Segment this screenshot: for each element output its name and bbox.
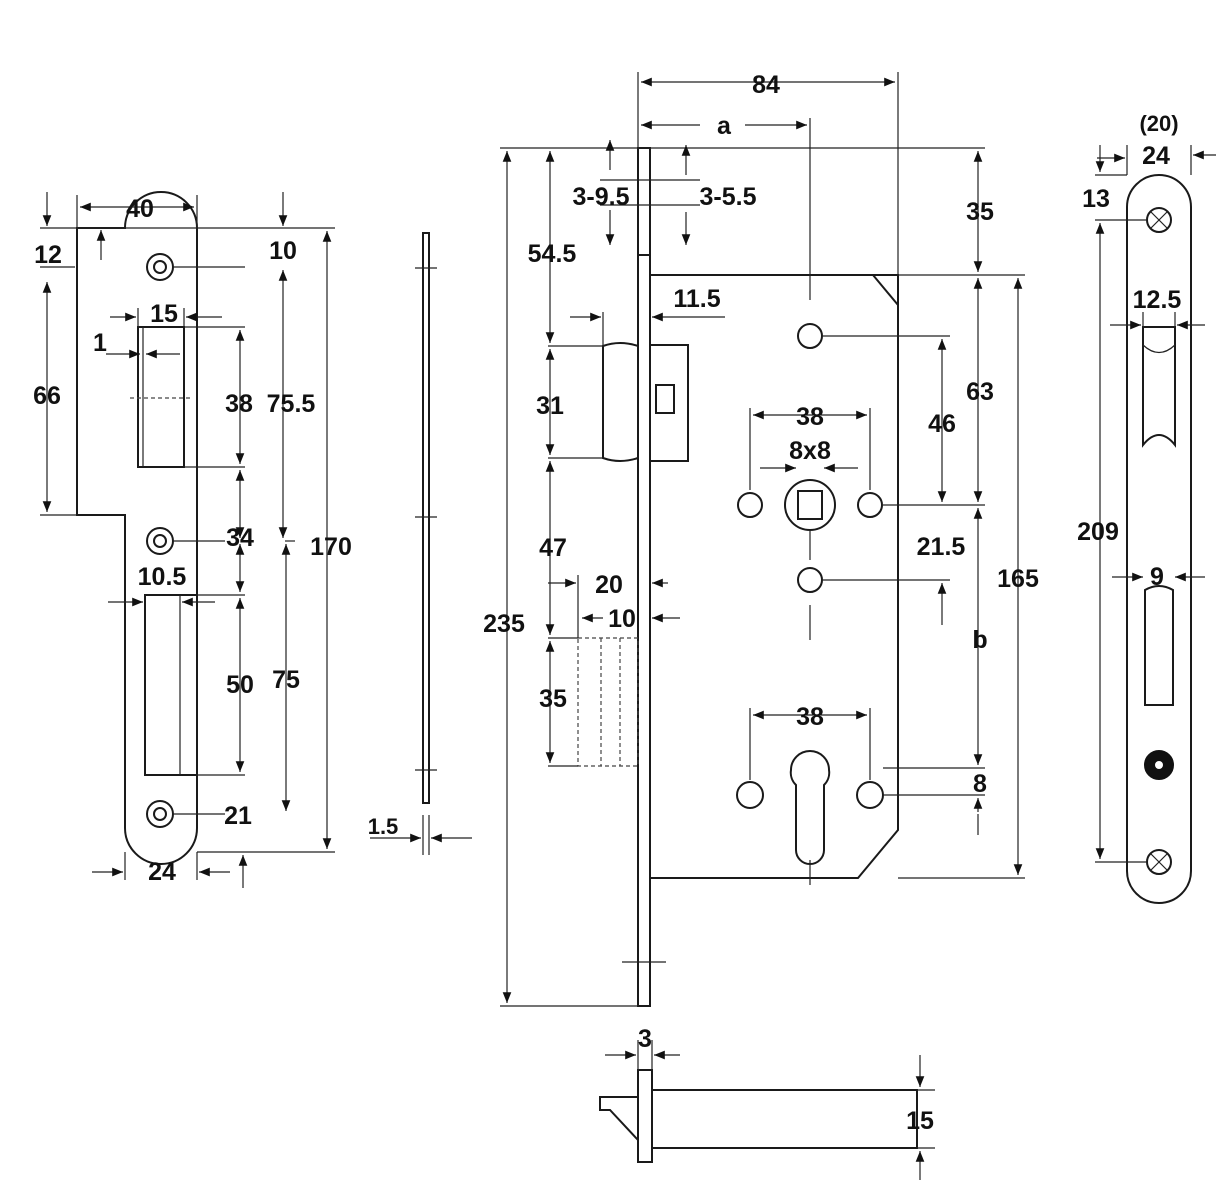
dim-3: 3 — [638, 1025, 652, 1053]
strike-plate-outline — [76, 191, 198, 865]
dim-38-top: 38 — [796, 403, 824, 431]
dim-12-5: 12.5 — [1133, 286, 1182, 314]
dim-84: 84 — [752, 71, 780, 99]
dim-40: 40 — [126, 195, 154, 223]
dim-8: 8 — [973, 770, 987, 798]
latch-bolt — [602, 342, 639, 462]
dim-35-top: 35 — [966, 198, 994, 226]
bolt-forend-edge — [637, 1069, 653, 1163]
faceplate-outline — [1126, 174, 1192, 904]
follower-square — [797, 490, 823, 520]
dim-75-5: 75.5 — [267, 390, 316, 418]
dim-21: 21 — [224, 802, 252, 830]
dim-12: 12 — [34, 241, 62, 269]
lock-forend — [637, 147, 651, 1007]
dim-38-bottom: 38 — [796, 703, 824, 731]
dim-50: 50 — [226, 671, 254, 699]
dim-20: 20 — [595, 571, 623, 599]
dim-235: 235 — [483, 610, 525, 638]
dim-63: 63 — [966, 378, 994, 406]
dim-75: 75 — [272, 666, 300, 694]
faceplate-latch-slot — [1142, 326, 1176, 448]
lock-body-view: 84 a 3-9.5 3-5.5 35 54.5 11.5 63 31 38 4… — [483, 71, 1039, 1007]
dim-15: 15 — [906, 1107, 934, 1135]
dim-10: 10 — [608, 605, 636, 633]
dim-b: b — [972, 626, 987, 654]
dim-35-bottom: 35 — [539, 685, 567, 713]
cylinder-screw-right — [856, 781, 884, 809]
screw-hole-left — [737, 492, 763, 518]
dim-10: 10 — [269, 237, 297, 265]
dim-54-5: 54.5 — [528, 240, 577, 268]
faceplate-view: (20) 24 13 12.5 209 9 — [1077, 111, 1216, 904]
dim-15: 15 — [150, 300, 178, 328]
dim-47: 47 — [539, 534, 567, 562]
dim-21-5: 21.5 — [917, 533, 966, 561]
strike-screw-hole-middle — [146, 527, 174, 555]
dim-3-5-5: 3-5.5 — [700, 183, 757, 211]
dim-34: 34 — [226, 524, 254, 552]
deadbolt-hidden — [577, 637, 639, 767]
dim-9: 9 — [1150, 563, 1164, 591]
bolt-side-bar — [651, 1089, 918, 1149]
dim-170: 170 — [310, 533, 352, 561]
strike-screw-hole-top — [146, 253, 174, 281]
side-profile-view: 1.5 — [368, 232, 472, 855]
dim-24: 24 — [1142, 142, 1170, 170]
cylinder-screw-left — [736, 781, 764, 809]
dim-13: 13 — [1082, 185, 1110, 213]
dim-38: 38 — [225, 390, 253, 418]
dim-46: 46 — [928, 410, 956, 438]
bolt-opening — [144, 594, 198, 776]
side-profile-plate — [422, 232, 430, 804]
dim-165: 165 — [997, 565, 1039, 593]
dim-20-paren: (20) — [1139, 111, 1178, 136]
dim-8x8: 8x8 — [789, 437, 831, 465]
dim-209: 209 — [1077, 518, 1119, 546]
dim-31: 31 — [536, 392, 564, 420]
latch-end — [599, 1096, 639, 1143]
screw-hole-right — [857, 492, 883, 518]
dim-a: a — [717, 112, 732, 140]
dim-10-5: 10.5 — [138, 563, 187, 591]
dim-1: 1 — [93, 329, 107, 357]
strike-plate-view: 40 12 10 15 1 66 38 75.5 34 170 10.5 50 … — [33, 191, 352, 888]
screw-hole-middle — [797, 567, 823, 593]
faceplate-bolt-slot — [1144, 585, 1174, 706]
strike-screw-hole-bottom — [146, 800, 174, 828]
screw-hole-top — [797, 323, 823, 349]
dim-3-9-5: 3-9.5 — [573, 183, 630, 211]
follower-hole — [784, 479, 836, 531]
dim-24: 24 — [148, 858, 176, 886]
bottom-view: 3 15 — [599, 1025, 935, 1180]
lock-case — [650, 274, 899, 879]
dim-66: 66 — [33, 382, 61, 410]
latch-opening — [137, 326, 185, 468]
euro-cylinder-cutout — [789, 750, 831, 865]
dim-11-5: 11.5 — [673, 285, 720, 313]
dim-1-5: 1.5 — [368, 814, 399, 839]
